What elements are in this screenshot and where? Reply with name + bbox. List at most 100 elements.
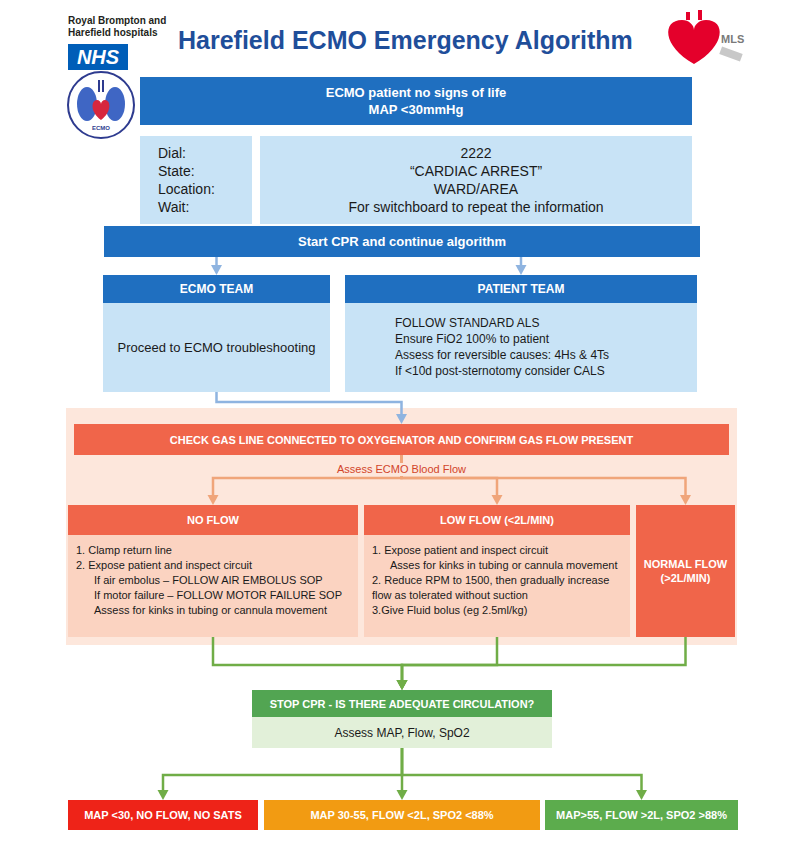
box-text: Wait:	[158, 198, 246, 216]
connector-line	[213, 637, 402, 681]
box-text: Dial:	[158, 144, 246, 162]
node-header: STOP CPR - IS THERE ADEQUATE CIRCULATION…	[252, 690, 552, 717]
body-text: Assess MAP, Flow, SpO2	[260, 725, 544, 741]
node-body: 1. Clamp return line2. Expose patient an…	[68, 535, 358, 637]
header-text: PATIENT TEAM	[351, 281, 691, 297]
body-text: 2. Reduce RPM to 1500, then gradually in…	[372, 573, 625, 603]
node-header: PATIENT TEAM	[345, 275, 697, 303]
body-text: 2. Expose patient and inspect circuit	[76, 558, 353, 573]
connector-line	[215, 257, 218, 266]
label-holder: ECMO	[86, 125, 116, 132]
logo-text: MLS	[721, 33, 761, 46]
connector	[208, 455, 402, 505]
connector-line	[402, 455, 686, 496]
brand-name: Royal Brompton and Harefield hospitals	[68, 15, 180, 39]
body-text: If air embolus – FOLLOW AIR EMBOLUS SOP	[76, 573, 353, 588]
body-text: 3.Give Fluid bolus (eg 2.5ml/kg)	[372, 603, 625, 618]
logo-text: NHS	[68, 44, 128, 70]
body-text: If motor failure – FOLLOW MOTOR FAILURE …	[76, 588, 353, 603]
body-text: 1. Clamp return line	[76, 543, 353, 558]
arrowhead	[397, 680, 408, 690]
flow-box: LOW FLOW (<2L/MIN) 1. Expose patient and …	[364, 505, 630, 637]
action-band: Start CPR and continue algorithm	[104, 226, 700, 257]
box-text: 2222	[270, 144, 682, 162]
outcome-box: MAP <30, NO FLOW, NO SATS	[68, 800, 258, 830]
header-text: LOW FLOW (<2L/MIN)	[370, 513, 624, 527]
title-holder: Harefield ECMO Emergency Algorithm	[178, 25, 633, 55]
arrowhead	[158, 790, 169, 800]
label-holder: NHS	[68, 44, 128, 70]
team-box: ECMO TEAMProceed to ECMO troubleshooting	[103, 275, 330, 392]
connector-line	[520, 257, 523, 266]
connector-line	[163, 748, 402, 791]
connector	[402, 455, 503, 505]
connector	[402, 748, 647, 800]
region-label-row: Assess ECMO Blood Flow	[66, 459, 737, 477]
box-text: For switchboard to repeat the informatio…	[270, 198, 682, 216]
box-text: MAP <30, NO FLOW, NO SATS	[74, 808, 252, 822]
flow-box: NO FLOW 1. Clamp return line2. Expose pat…	[68, 505, 358, 637]
node-header: NO FLOW	[68, 505, 358, 535]
connector	[217, 392, 408, 424]
node-header: ECMO TEAM	[103, 275, 330, 303]
box-text: State:	[158, 162, 246, 180]
check-bar: CHECK GAS LINE CONNECTED TO OXYGENATOR A…	[74, 424, 729, 455]
connector	[402, 455, 692, 505]
box-text: Location:	[158, 180, 246, 198]
header-text: ECMO TEAM	[109, 281, 324, 297]
label-holder: MLS	[721, 33, 761, 46]
box-text: “CARDIAC ARREST”	[270, 162, 682, 180]
connector	[158, 748, 403, 800]
nhs-logo	[68, 44, 128, 70]
connector-line	[213, 455, 402, 496]
box-text: MAP <30mmHg	[150, 101, 682, 118]
ecmo-logo-trachea	[99, 80, 103, 92]
arrowhead	[680, 495, 691, 505]
arrowhead	[208, 495, 219, 505]
decision-box: STOP CPR - IS THERE ADEQUATE CIRCULATION…	[252, 690, 552, 748]
body-text: Ensure FiO2 100% to patient	[395, 331, 689, 347]
call-value-box: 2222“CARDIAC ARREST”WARD/AREAFor switchb…	[260, 136, 692, 224]
node-header: LOW FLOW (<2L/MIN)	[364, 505, 630, 535]
arrowhead	[396, 414, 407, 424]
header-text: STOP CPR - IS THERE ADEQUATE CIRCULATION…	[258, 697, 546, 711]
box-text: WARD/AREA	[270, 180, 682, 198]
connector	[211, 257, 222, 275]
mls-logo-vessel	[688, 10, 700, 20]
box-text: MAP 30-55, FLOW <2L, SPO2 <88%	[270, 808, 534, 822]
connector	[397, 748, 408, 800]
arrowhead	[397, 680, 408, 690]
team-box: PATIENT TEAM FOLLOW STANDARD ALSEnsure Fi…	[345, 275, 697, 392]
arrowhead	[636, 790, 647, 800]
ecmo-logo-ring	[68, 72, 134, 138]
body-text: 1. Expose patient and inspect circuit	[372, 543, 625, 558]
box-text: MAP>55, FLOW >2L, SPO2 >88%	[551, 808, 732, 822]
connector	[397, 637, 686, 690]
header-text: NO FLOW	[74, 513, 352, 527]
box-text: Start CPR and continue algorithm	[114, 233, 690, 250]
region-text: Assess ECMO Blood Flow	[333, 463, 470, 476]
outcome-box: MAP>55, FLOW >2L, SPO2 >88%	[545, 800, 738, 830]
box-text: ECMO patient no signs of life	[150, 84, 682, 101]
mls-logo-device	[719, 46, 742, 61]
ecmo-logo-heart	[93, 100, 110, 120]
connector-line	[401, 748, 404, 791]
connector	[213, 637, 408, 690]
outcome-box: MAP 30-55, FLOW <2L, SPO2 <88%	[264, 800, 540, 830]
node-body: FOLLOW STANDARD ALSEnsure FiO2 100% to p…	[345, 303, 697, 392]
body-text: FOLLOW STANDARD ALS	[395, 315, 689, 331]
connector	[516, 257, 527, 275]
connector	[397, 637, 498, 690]
logo-text: ECMO	[86, 125, 116, 132]
box-text: NORMAL FLOW (>2L/MIN)	[641, 557, 730, 585]
connector-line	[402, 455, 498, 496]
connector-line	[217, 392, 402, 415]
box-text: CHECK GAS LINE CONNECTED TO OXYGENATOR A…	[82, 433, 721, 447]
label-holder: Royal Brompton and Harefield hospitals	[68, 15, 180, 39]
body-text: Assess for reversible causes: 4Hs & 4Ts	[395, 347, 689, 363]
arrowhead	[492, 495, 503, 505]
connector-line	[402, 637, 686, 681]
alert-box: ECMO patient no signs of lifeMAP <30mmHg	[140, 77, 692, 125]
